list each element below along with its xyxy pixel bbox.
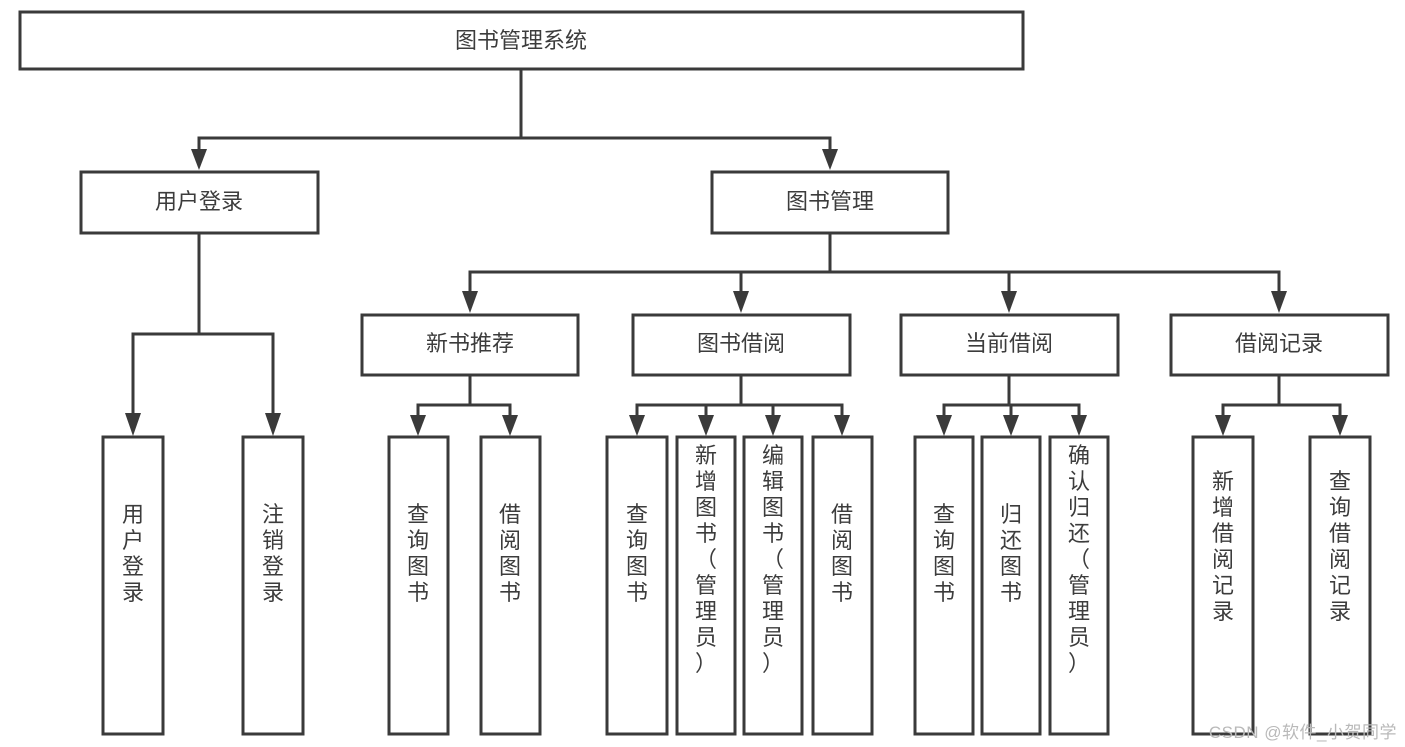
node-leaf-return-book-box[interactable] — [980, 435, 1042, 736]
node-leaf-logout-box[interactable] — [241, 435, 305, 736]
node-leaf-query-book-2-box[interactable] — [605, 435, 669, 736]
node-leaf-add-book[interactable]: 新增图书（管理员） — [675, 435, 737, 736]
node-user-login-box[interactable] — [79, 170, 320, 235]
node-user-login[interactable]: 用户登录 — [79, 170, 320, 235]
node-leaf-add-borrow-record-label: 新增借阅记录 — [1212, 469, 1234, 624]
node-leaf-query-book-2-label: 查询图书 — [626, 502, 648, 605]
node-new-book-recommend-label: 新书推荐 — [426, 331, 514, 356]
node-leaf-edit-book-box[interactable] — [742, 435, 804, 736]
node-leaf-query-book-2[interactable]: 查询图书 — [605, 435, 669, 736]
node-leaf-add-book-box[interactable] — [675, 435, 737, 736]
node-leaf-logout-label: 注销登录 — [262, 502, 284, 605]
node-leaf-borrow-book-2[interactable]: 借阅图书 — [811, 435, 874, 736]
node-leaf-query-borrow-record-box[interactable] — [1308, 435, 1372, 736]
node-leaf-add-book-label: 新增图书（管理员） — [695, 443, 717, 676]
node-leaf-edit-book-label: 编辑图书（管理员） — [762, 443, 784, 676]
node-leaf-user-login-label: 用户登录 — [122, 502, 144, 605]
connector-bookmgmt-to-level3 — [462, 231, 1287, 313]
node-leaf-confirm-return[interactable]: 确认归还（管理员） — [1048, 435, 1110, 736]
node-root[interactable]: 图书管理系统 — [18, 10, 1025, 71]
node-leaf-query-book-1-box[interactable] — [387, 435, 450, 736]
node-leaf-user-login-box[interactable] — [101, 435, 165, 736]
node-leaf-confirm-return-box[interactable] — [1048, 435, 1110, 736]
node-leaf-query-book-3-box[interactable] — [913, 435, 975, 736]
node-root-label: 图书管理系统 — [455, 28, 587, 53]
node-leaf-borrow-book-1-box[interactable] — [479, 435, 542, 736]
connector-userlogin-to-leaves — [125, 231, 281, 436]
node-leaf-edit-book[interactable]: 编辑图书（管理员） — [742, 435, 804, 736]
node-current-borrow-box[interactable] — [899, 313, 1120, 377]
node-leaf-user-login[interactable]: 用户登录 — [101, 435, 165, 736]
node-borrow-record-box[interactable] — [1169, 313, 1390, 377]
node-book-management[interactable]: 图书管理 — [710, 170, 950, 235]
node-root-box[interactable] — [18, 10, 1025, 71]
watermark: CSDN @软件_小贺同学 — [1208, 723, 1397, 742]
node-new-book-recommend[interactable]: 新书推荐 — [360, 313, 580, 377]
node-current-borrow[interactable]: 当前借阅 — [899, 313, 1120, 377]
node-leaf-query-borrow-record-label: 查询借阅记录 — [1329, 469, 1351, 624]
node-leaf-borrow-book-2-box[interactable] — [811, 435, 874, 736]
node-borrow-record[interactable]: 借阅记录 — [1169, 313, 1390, 377]
node-book-management-box[interactable] — [710, 170, 950, 235]
node-leaf-borrow-book-1-label: 借阅图书 — [499, 502, 521, 605]
node-leaf-confirm-return-label: 确认归还（管理员） — [1068, 443, 1090, 676]
node-user-login-label: 用户登录 — [155, 189, 243, 214]
connector-borrowrecord-to-leaves — [1215, 373, 1348, 436]
node-leaf-query-book-3-label: 查询图书 — [933, 502, 955, 605]
connector-root-to-level2 — [191, 67, 838, 170]
node-leaf-add-borrow-record-box[interactable] — [1191, 435, 1255, 736]
node-leaf-query-book-3[interactable]: 查询图书 — [913, 435, 975, 736]
node-current-borrow-label: 当前借阅 — [965, 331, 1053, 356]
node-leaf-add-borrow-record[interactable]: 新增借阅记录 — [1191, 435, 1255, 736]
connector-bookborrow-to-leaves — [629, 373, 850, 436]
node-book-borrow[interactable]: 图书借阅 — [631, 313, 852, 377]
node-leaf-return-book[interactable]: 归还图书 — [980, 435, 1042, 736]
node-book-borrow-label: 图书借阅 — [697, 331, 785, 356]
node-book-management-label: 图书管理 — [786, 189, 874, 214]
node-borrow-record-label: 借阅记录 — [1235, 331, 1323, 356]
node-leaf-query-book-1-label: 查询图书 — [407, 502, 429, 605]
node-leaf-borrow-book-2-label: 借阅图书 — [831, 502, 853, 605]
node-new-book-recommend-box[interactable] — [360, 313, 580, 377]
node-leaf-return-book-label: 归还图书 — [1000, 502, 1022, 605]
connector-newbook-to-leaves — [410, 373, 518, 436]
node-leaf-borrow-book-1[interactable]: 借阅图书 — [479, 435, 542, 736]
node-book-borrow-box[interactable] — [631, 313, 852, 377]
connector-currentborrow-to-leaves — [936, 373, 1087, 436]
node-leaf-logout[interactable]: 注销登录 — [241, 435, 305, 736]
node-leaf-query-book-1[interactable]: 查询图书 — [387, 435, 450, 736]
node-leaf-query-borrow-record[interactable]: 查询借阅记录 — [1308, 435, 1372, 736]
